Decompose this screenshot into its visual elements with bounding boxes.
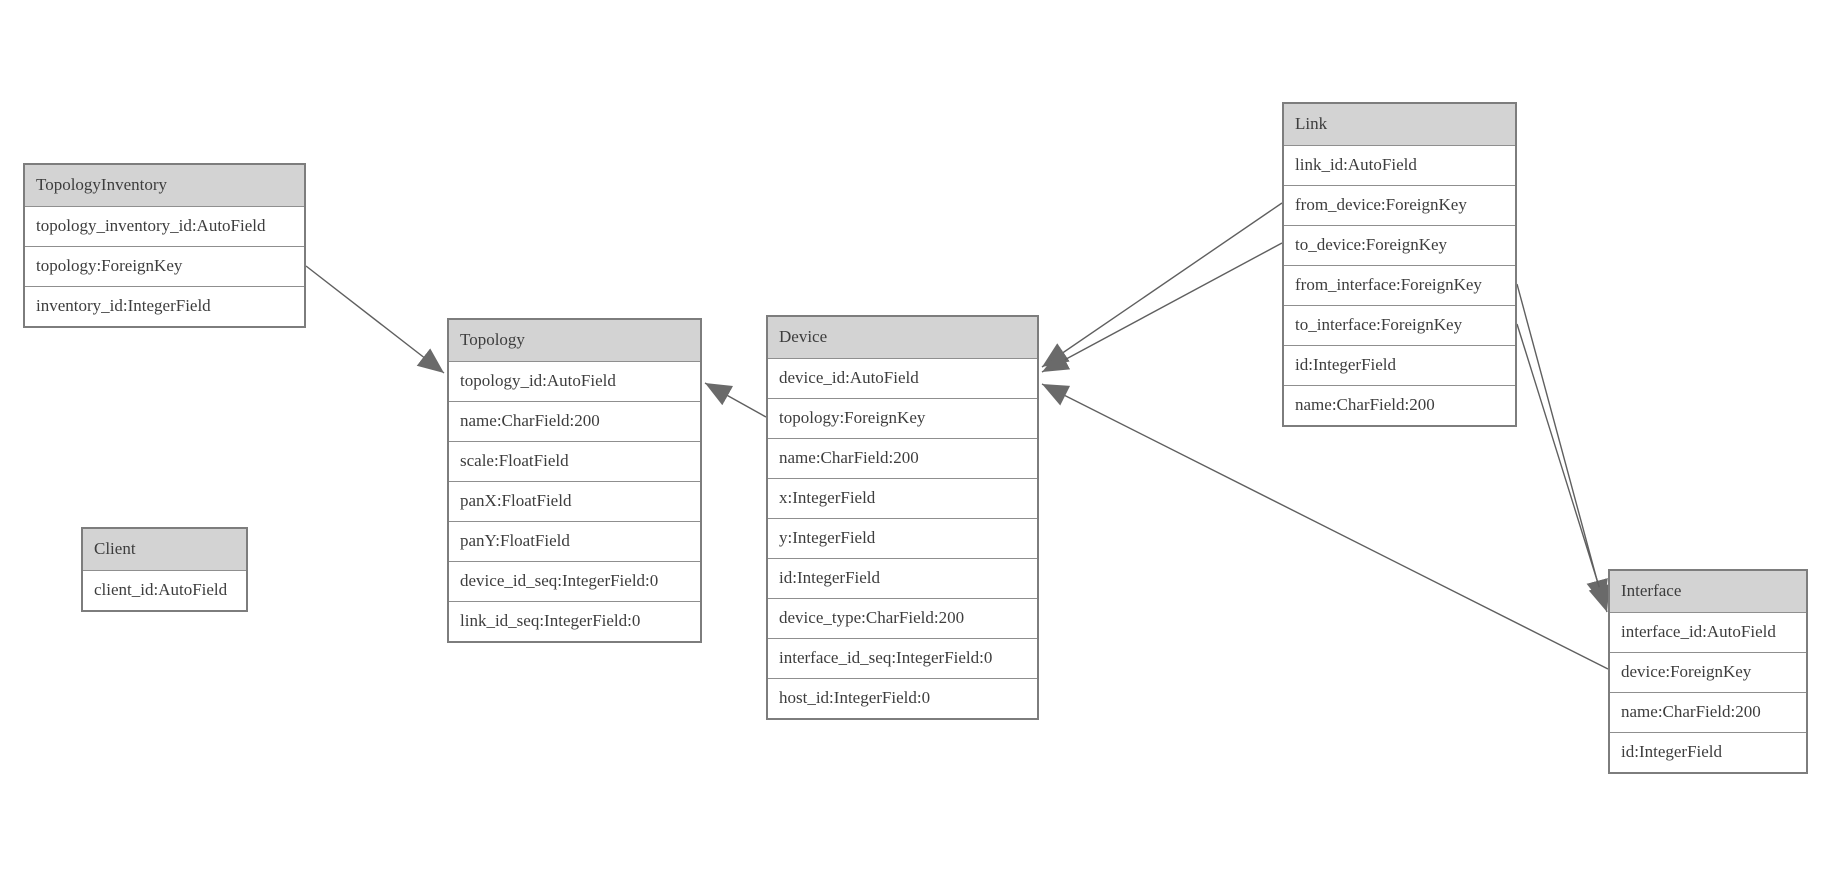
field-row: panY:FloatField	[449, 521, 700, 561]
relationship-edge	[1516, 283, 1608, 607]
field-row: device_type:CharField:200	[768, 598, 1037, 638]
field-row: scale:FloatField	[449, 441, 700, 481]
field-row: host_id:IntegerField:0	[768, 678, 1037, 718]
relationship-edge	[1041, 202, 1283, 368]
entity-title: Client	[83, 529, 246, 570]
relationship-edge	[1516, 323, 1610, 613]
field-row: name:CharField:200	[1610, 692, 1806, 732]
entity-title: Interface	[1610, 571, 1806, 612]
relationship-edge	[1041, 383, 1609, 670]
field-row: device:ForeignKey	[1610, 652, 1806, 692]
field-row: to_device:ForeignKey	[1284, 225, 1515, 265]
field-row: device_id:AutoField	[768, 358, 1037, 398]
field-row: panX:FloatField	[449, 481, 700, 521]
field-row: client_id:AutoField	[83, 570, 246, 610]
relationship-edge	[704, 382, 767, 418]
field-row: link_id_seq:IntegerField:0	[449, 601, 700, 641]
field-row: id:IntegerField	[768, 558, 1037, 598]
relationship-edge	[305, 265, 445, 374]
relationship-edge	[1041, 242, 1283, 373]
entity-title: Link	[1284, 104, 1515, 145]
field-row: device_id_seq:IntegerField:0	[449, 561, 700, 601]
field-row: name:CharField:200	[1284, 385, 1515, 425]
field-row: name:CharField:200	[449, 401, 700, 441]
entity-title: Device	[768, 317, 1037, 358]
field-row: topology_id:AutoField	[449, 361, 700, 401]
entity-title: TopologyInventory	[25, 165, 304, 206]
field-row: name:CharField:200	[768, 438, 1037, 478]
field-row: topology_inventory_id:AutoField	[25, 206, 304, 246]
field-row: topology:ForeignKey	[25, 246, 304, 286]
entity-title: Topology	[449, 320, 700, 361]
field-row: id:IntegerField	[1610, 732, 1806, 772]
field-row: inventory_id:IntegerField	[25, 286, 304, 326]
field-row: y:IntegerField	[768, 518, 1037, 558]
field-row: interface_id_seq:IntegerField:0	[768, 638, 1037, 678]
field-row: to_interface:ForeignKey	[1284, 305, 1515, 345]
field-row: from_device:ForeignKey	[1284, 185, 1515, 225]
field-row: from_interface:ForeignKey	[1284, 265, 1515, 305]
field-row: interface_id:AutoField	[1610, 612, 1806, 652]
field-row: topology:ForeignKey	[768, 398, 1037, 438]
field-row: id:IntegerField	[1284, 345, 1515, 385]
field-row: link_id:AutoField	[1284, 145, 1515, 185]
field-row: x:IntegerField	[768, 478, 1037, 518]
